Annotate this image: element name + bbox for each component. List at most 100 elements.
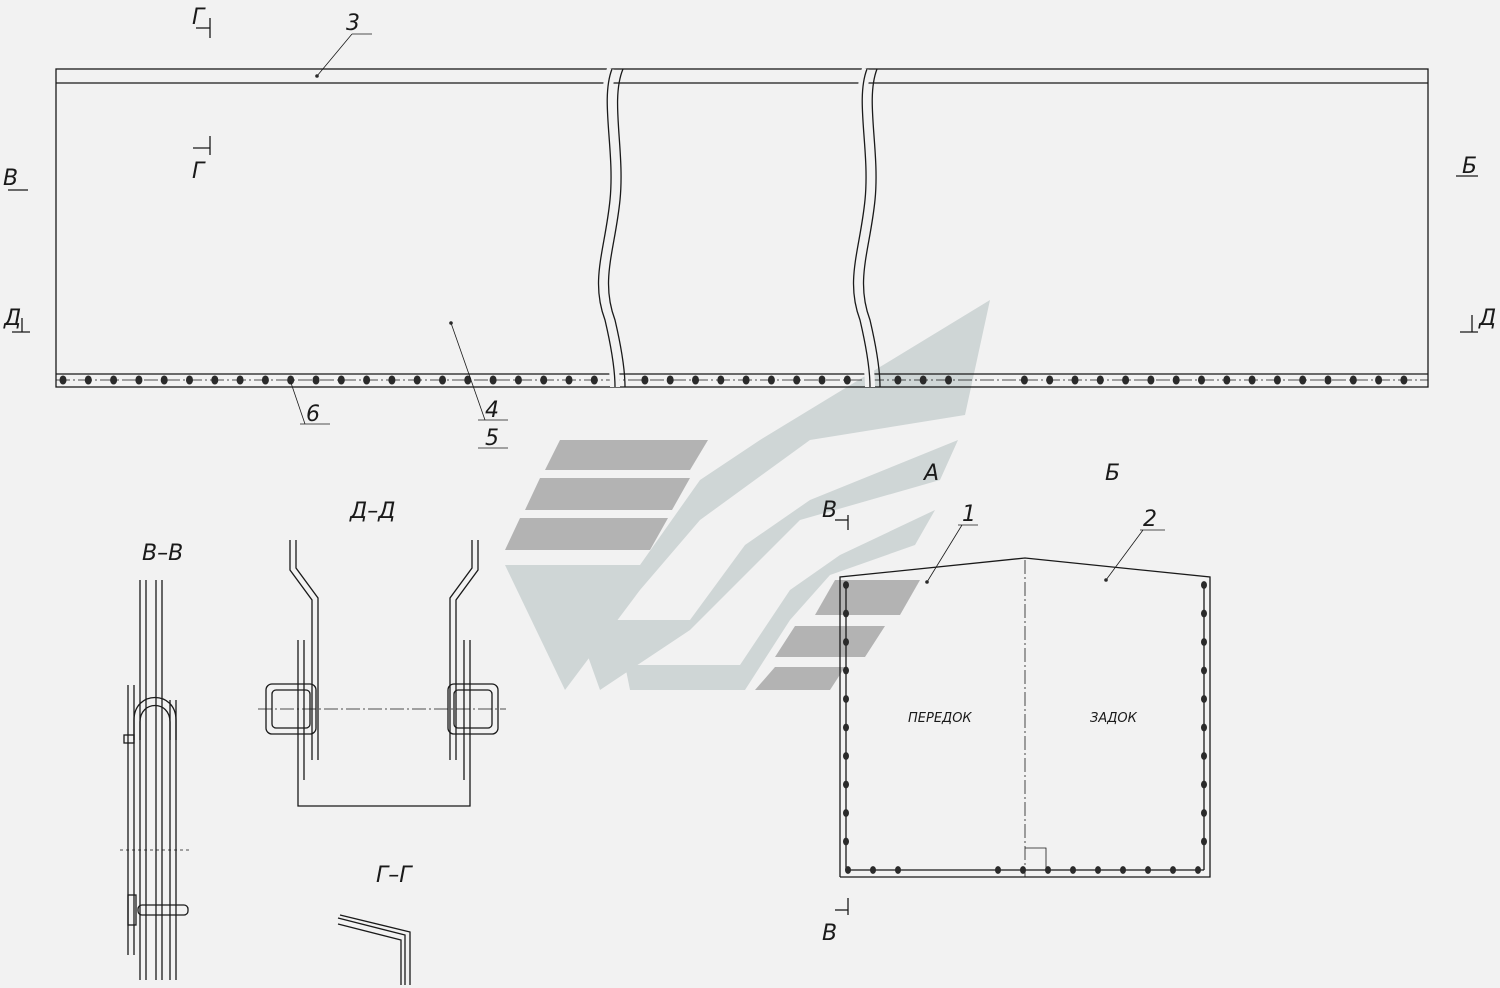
callout-number: 2 [1143, 507, 1157, 532]
eyelet [843, 695, 849, 703]
eyelet [843, 666, 849, 675]
eyelet [1147, 375, 1155, 385]
eyelet [692, 375, 699, 385]
eyelet [388, 375, 396, 385]
eyelet [1349, 375, 1357, 385]
eyelet [1195, 866, 1201, 874]
view-title-a: А [922, 461, 939, 486]
svg-text:Б: Б [1462, 154, 1477, 179]
eyelet [439, 375, 446, 385]
eyelet [843, 581, 849, 589]
eyelet [565, 375, 573, 385]
section-dd [258, 540, 506, 807]
callout-2: 2 [1104, 507, 1165, 582]
eyelet [1020, 866, 1026, 874]
eyelet [894, 375, 902, 385]
section-mark-g-mid: Г [192, 136, 211, 184]
eyelet [793, 375, 801, 385]
callout-number: 5 [485, 426, 499, 451]
eyelet [1201, 809, 1207, 817]
panel-label-rear: ЗАДОК [1090, 711, 1138, 726]
eyelet [742, 375, 750, 385]
callout-6: 6 [288, 378, 330, 427]
eyelet [1400, 375, 1408, 385]
eyelet [1201, 752, 1207, 760]
eyelet [489, 375, 497, 385]
view-title-b: Б [1105, 461, 1120, 486]
eyelet [464, 375, 472, 385]
panel-label-front: ПЕРЕДОК [908, 711, 972, 726]
eyelet [59, 375, 67, 385]
eyelet [1122, 375, 1130, 385]
section-mark-v-view-top: В [822, 498, 849, 530]
eyelet [1172, 375, 1180, 385]
eyelet [1096, 375, 1104, 385]
view-eyelets [843, 581, 1207, 874]
watermark-logo [505, 300, 990, 690]
callout-number: 6 [306, 402, 320, 427]
eyelet [1201, 837, 1207, 846]
eyelet [1299, 375, 1307, 385]
eyelet [1223, 375, 1231, 385]
eyelet [843, 375, 851, 385]
eyelet [413, 375, 421, 385]
eyelet [1071, 375, 1079, 385]
eyelet [845, 866, 851, 874]
eyelet [337, 375, 345, 385]
eyelet [895, 866, 901, 874]
callout-1: 1 [925, 502, 978, 584]
eyelet [818, 375, 826, 385]
eyelet [843, 609, 849, 618]
eyelet [1095, 866, 1101, 874]
svg-text:Г: Г [192, 159, 206, 184]
eyelet [1201, 609, 1207, 618]
eyelet [843, 723, 849, 732]
eyelet [1201, 581, 1207, 589]
eyelet [1198, 375, 1205, 385]
eyelet [717, 375, 725, 385]
section-mark-g-top: Г [192, 5, 211, 38]
section-mark-v-view-bottom: В [822, 898, 849, 946]
eyelet [919, 375, 927, 385]
eyelet [514, 375, 522, 385]
eyelet [135, 375, 143, 385]
eyelet [641, 375, 649, 385]
svg-text:В: В [3, 166, 18, 191]
eyelet [261, 375, 269, 385]
eyelet [843, 638, 849, 646]
eyelet [1120, 866, 1126, 874]
svg-text:Г: Г [192, 5, 206, 30]
eyelet [1201, 695, 1207, 703]
view-title-dd: Д–Д [349, 499, 395, 524]
eyelet [1375, 375, 1383, 385]
view-title-vv: В–В [142, 541, 183, 566]
section-mark-v-left: В [3, 166, 28, 191]
view-title-gg: Г–Г [376, 863, 413, 888]
eyelet [84, 375, 92, 385]
eyelet [236, 375, 244, 385]
eyelet [110, 375, 118, 385]
eyelet [211, 375, 219, 385]
board-eyelets [59, 375, 1408, 385]
callout-number: 4 [485, 398, 499, 423]
eyelet [843, 752, 849, 760]
eyelet [1248, 375, 1256, 385]
eyelet [1201, 780, 1207, 789]
eyelet [1020, 375, 1028, 385]
eyelet [1046, 375, 1054, 385]
eyelet [1201, 666, 1207, 675]
callout-4-5: 4 5 [449, 321, 508, 451]
front-rear-view: ПЕРЕДОК ЗАДОК [839, 557, 1211, 878]
eyelet [160, 375, 168, 385]
eyelet [870, 866, 876, 874]
eyelet [1201, 723, 1207, 732]
section-gg [337, 914, 411, 985]
svg-text:Д: Д [3, 306, 21, 331]
eyelet [945, 375, 952, 385]
eyelet [995, 866, 1001, 874]
section-mark-d-right: Д [1460, 306, 1496, 333]
eyelet [186, 375, 193, 385]
eyelet [767, 375, 775, 385]
section-mark-d-left: Д [3, 306, 30, 333]
